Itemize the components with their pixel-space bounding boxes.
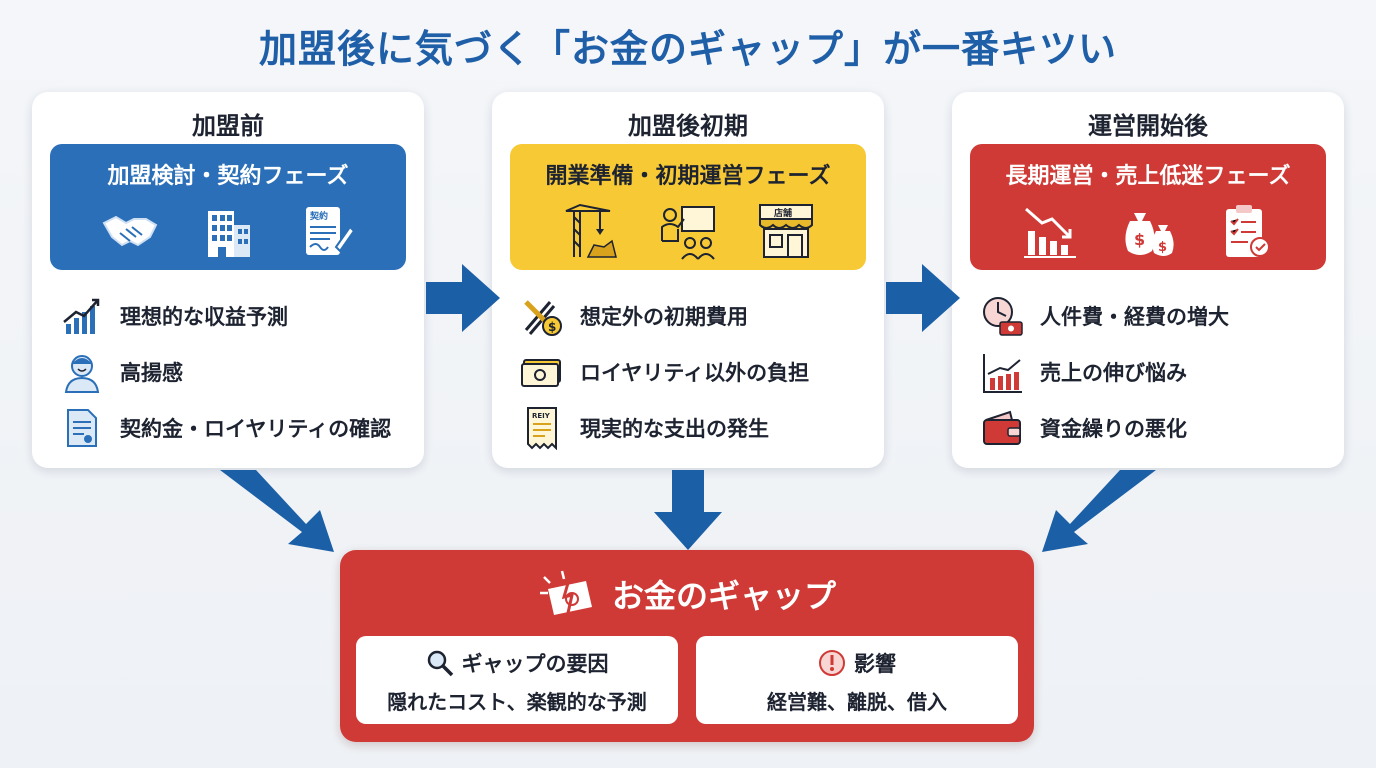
item-text: 契約金・ロイヤリティの確認 [120, 417, 392, 441]
gap-causes-title: ギャップの要因 [461, 652, 609, 676]
clock-money-icon [983, 297, 1023, 336]
flat-chart-icon [983, 354, 1022, 393]
declining-chart-icon [1024, 207, 1076, 258]
stage-banner: 加盟検討・契約フェーズ 契約 [50, 144, 406, 270]
list-item: 資金繰りの悪化 [980, 400, 1330, 456]
list-item: 高揚感 [60, 344, 410, 400]
item-text: 売上の伸び悩み [1040, 361, 1187, 385]
stage-header: 加盟後初期 [628, 112, 748, 140]
stage-banner: 開業準備・初期運営フェーズ [510, 144, 866, 270]
office-building-icon [208, 211, 250, 257]
list-item: $ 想定外の初期費用 [520, 288, 870, 344]
document-icon [67, 409, 97, 447]
list-item: 売上の伸び悩み [980, 344, 1330, 400]
list-item: REIY 現実的な支出の発生 [520, 400, 870, 456]
item-text: ロイヤリティ以外の負担 [580, 361, 810, 385]
list-item: ロイヤリティ以外の負担 [520, 344, 870, 400]
banner-title: 開業準備・初期運営フェーズ [545, 164, 831, 189]
contract-label: 契約 [309, 210, 328, 222]
svg-text:$: $ [1134, 230, 1145, 249]
training-presentation-icon [661, 206, 715, 260]
banner-title: 加盟検討・契約フェーズ [107, 164, 349, 189]
receipt-icon: REIY [527, 407, 557, 450]
stage-header: 運営開始後 [1088, 112, 1208, 140]
stage-header: 加盟前 [192, 112, 264, 140]
wallet-icon [983, 410, 1021, 445]
money-gap-panel: お金のギャップ ギャップの要因 隠れたコスト、楽観的な予測 影響 経営難、離脱、… [340, 550, 1034, 742]
item-text: 想定外の初期費用 [580, 305, 748, 329]
arrow-stage3-to-gap [1042, 470, 1156, 552]
stage-card-post-launch: 運営開始後 長期運営・売上低迷フェーズ $ $ [952, 92, 1344, 468]
stage-card-pre-join: 加盟前 加盟検討・契約フェーズ [32, 92, 424, 468]
gap-impact-title: 影響 [854, 652, 896, 676]
receipt-label: REIY [532, 412, 551, 420]
item-text: 現実的な支出の発生 [580, 417, 769, 441]
gap-causes-body: 隠れたコスト、楽観的な予測 [387, 690, 647, 714]
svg-text:$: $ [1158, 240, 1167, 255]
handshake-icon [102, 215, 158, 247]
arrow-stage2-to-gap [654, 470, 722, 550]
contract-document-icon: 契約 [306, 207, 356, 255]
item-text: 資金繰りの悪化 [1040, 417, 1187, 441]
gap-impact-box: 影響 経営難、離脱、借入 [696, 636, 1018, 724]
broken-money-icon [539, 570, 592, 615]
item-text: 人件費・経費の増大 [1040, 305, 1229, 329]
gap-title: お金のギャップ [611, 577, 836, 615]
magnifier-icon [427, 650, 453, 677]
money-bags-icon: $ $ [1125, 213, 1174, 256]
tools-money-icon: $ [524, 300, 562, 336]
page-title: 加盟後に気づく「お金のギャップ」が一番キツい [258, 27, 1117, 71]
checklist-clipboard-icon [1226, 205, 1270, 257]
construction-crane-icon [565, 203, 617, 258]
list-item: 理想的な収益予測 [60, 288, 410, 344]
svg-text:$: $ [548, 320, 556, 334]
warning-icon [819, 650, 845, 676]
item-text: 高揚感 [120, 361, 183, 385]
arrow-stage1-to-gap [220, 470, 334, 552]
person-icon [64, 355, 100, 393]
rising-chart-icon [63, 298, 100, 334]
list-item: 契約金・ロイヤリティの確認 [60, 400, 410, 456]
store-label: 店舗 [774, 207, 792, 219]
arrow-right-stage2-to-stage3 [886, 264, 960, 332]
gap-impact-body: 経営難、離脱、借入 [767, 690, 947, 714]
list-item: 人件費・経費の増大 [980, 288, 1330, 344]
gap-causes-box: ギャップの要因 隠れたコスト、楽観的な予測 [356, 636, 678, 724]
item-text: 理想的な収益予測 [120, 305, 288, 329]
banner-title: 長期運営・売上低迷フェーズ [1005, 164, 1291, 189]
stage-banner: 長期運営・売上低迷フェーズ $ $ [970, 144, 1326, 270]
store-icon: 店舗 [759, 204, 813, 258]
arrow-right-stage1-to-stage2 [426, 264, 500, 332]
cash-icon [521, 359, 561, 387]
stage-card-early-post-join: 加盟後初期 開業準備・初期運営フェーズ [492, 92, 884, 468]
